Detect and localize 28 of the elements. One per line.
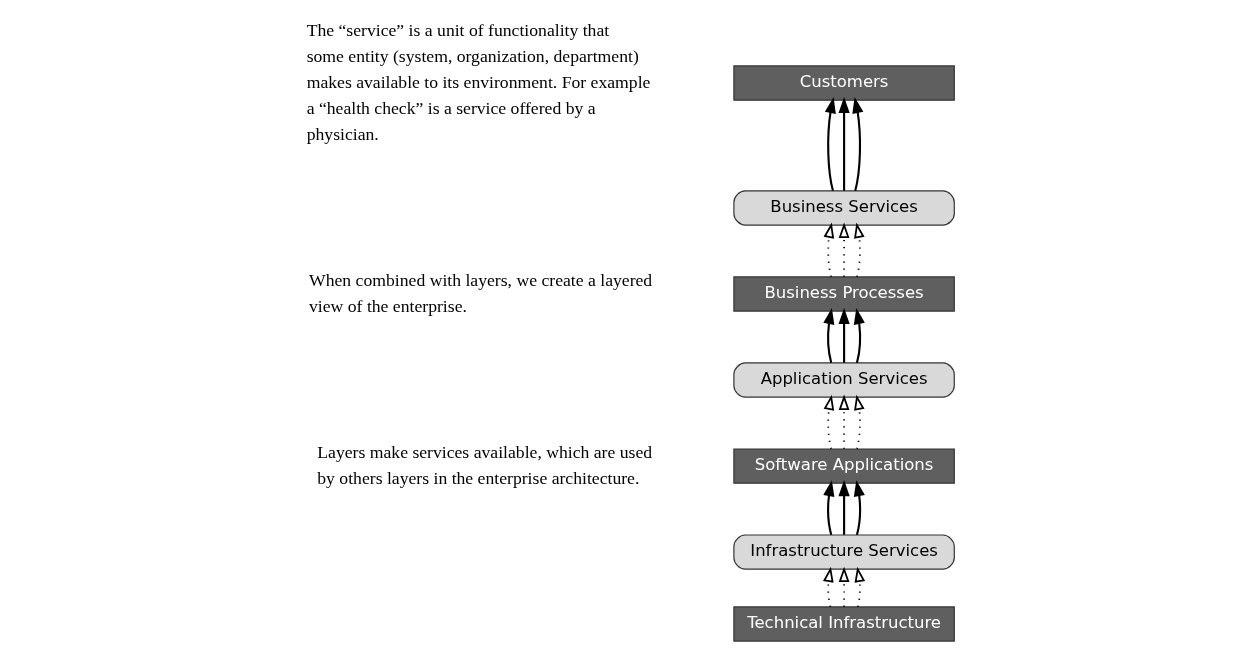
label: The “service” is a unit of functionality that some entity (system, organization, department) makes available to its environment. For example a “health check” is a service offered by a physician.: [306, 19, 650, 144]
node-box: Business Services: [732, 190, 955, 226]
arrow: [838, 222, 849, 278]
label: When combined with layers, we create a layered view of the enterprise.: [308, 269, 652, 316]
node-box: Application Services: [732, 362, 955, 398]
arrow: [851, 97, 863, 191]
arrow: [823, 222, 834, 278]
arrow: [853, 480, 865, 536]
node-box: Customers: [732, 65, 955, 101]
node-box: Business Processes: [732, 276, 955, 312]
arrow: [838, 394, 849, 450]
arrow: [824, 97, 836, 191]
arrow: [822, 480, 834, 536]
arrow: [822, 566, 834, 608]
label: Layers make services available, which are used by others layers in the enterprise architecture.: [316, 441, 652, 488]
arrow: [837, 308, 850, 363]
arrow: [837, 480, 850, 535]
arrow: [853, 308, 865, 363]
arrow: [854, 566, 865, 608]
arrow: [822, 308, 834, 363]
node-box: Infrastructure Services: [732, 534, 955, 570]
arrow: [853, 222, 865, 278]
node-box: Technical Infrastructure: [732, 606, 955, 642]
arrow: [837, 97, 850, 191]
arrow: [853, 394, 865, 450]
arrow: [823, 394, 834, 450]
node-box: Software Applications: [732, 448, 955, 484]
arrow: [838, 566, 849, 608]
